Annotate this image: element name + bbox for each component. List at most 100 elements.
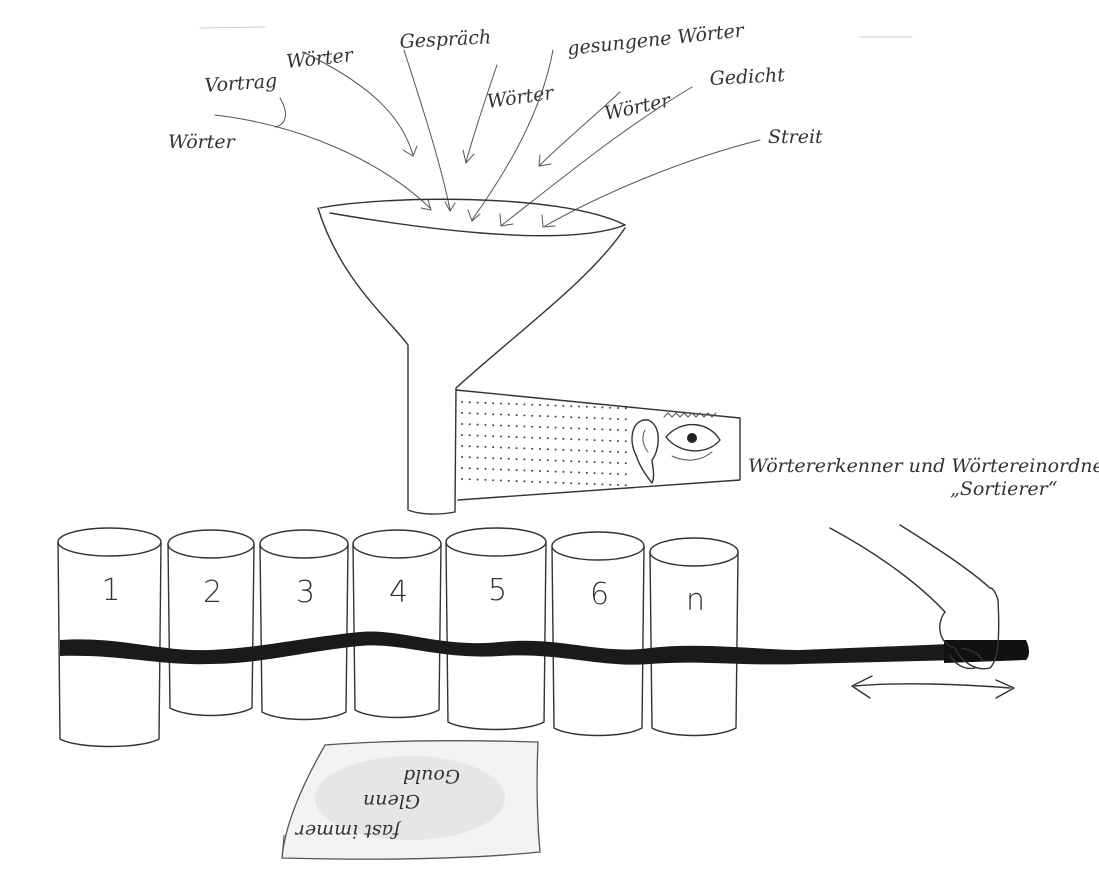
container-2: 2 bbox=[168, 530, 254, 716]
sorter-dot bbox=[586, 439, 588, 441]
container-label: n bbox=[686, 583, 705, 618]
sorter-dot bbox=[523, 403, 525, 405]
sorter-dot bbox=[477, 479, 479, 481]
sorter-dot bbox=[601, 406, 603, 408]
arrow-line bbox=[275, 98, 285, 127]
sorter-dot bbox=[547, 459, 549, 461]
container-body bbox=[650, 552, 738, 736]
sorter-dot bbox=[477, 413, 479, 415]
sorter-dot bbox=[531, 437, 533, 439]
eye-pupil bbox=[687, 433, 697, 443]
sorter-dot bbox=[625, 451, 627, 453]
sorter-dot bbox=[500, 469, 502, 471]
sorter-dot bbox=[562, 460, 564, 462]
sorter-dot bbox=[539, 470, 541, 472]
sorter-dot bbox=[516, 458, 518, 460]
sorter-dot bbox=[500, 458, 502, 460]
sorter-dot bbox=[508, 469, 510, 471]
sorter-dot bbox=[508, 403, 510, 405]
sorter-dot bbox=[578, 450, 580, 452]
sorter-dot bbox=[578, 472, 580, 474]
sorter-dot bbox=[461, 478, 463, 480]
sorter-dot bbox=[531, 426, 533, 428]
sorter-dot bbox=[477, 468, 479, 470]
sorter-dot bbox=[547, 448, 549, 450]
container-body bbox=[552, 546, 644, 736]
sorter-dot bbox=[500, 436, 502, 438]
sorter-dot bbox=[547, 481, 549, 483]
container-label: 4 bbox=[389, 575, 408, 610]
word-gespraech: Gespräch bbox=[399, 26, 492, 53]
funnel bbox=[318, 199, 625, 514]
sorter-dot bbox=[523, 480, 525, 482]
sorter-dot bbox=[586, 472, 588, 474]
card: Gould Glenn fast immer bbox=[282, 741, 540, 859]
sorter-dot bbox=[570, 438, 572, 440]
sorter-dot bbox=[617, 440, 619, 442]
sorter-dot bbox=[609, 473, 611, 475]
sorter-dot bbox=[547, 426, 549, 428]
double-arrow-right bbox=[996, 680, 1014, 698]
word-labels: Wörter Vortrag Wörter Gespräch Wörter ge… bbox=[168, 19, 823, 153]
sorter-dot bbox=[578, 428, 580, 430]
sorter-dot bbox=[500, 480, 502, 482]
sorter-dot bbox=[617, 407, 619, 409]
sorter-dot bbox=[461, 434, 463, 436]
sorter-dot bbox=[601, 461, 603, 463]
double-arrow-icon bbox=[852, 676, 1014, 698]
word-gesungene-woerter: gesungene Wörter bbox=[566, 19, 747, 60]
sorter-dot bbox=[586, 406, 588, 408]
sorter-dot bbox=[570, 405, 572, 407]
sorter-dot bbox=[531, 459, 533, 461]
sorter-dot bbox=[539, 415, 541, 417]
sorter-dot bbox=[625, 473, 627, 475]
sorter-dot bbox=[609, 429, 611, 431]
double-arrow-left bbox=[852, 676, 872, 698]
sorter-dot bbox=[570, 416, 572, 418]
sorter-dot bbox=[601, 417, 603, 419]
sorter-dot bbox=[516, 403, 518, 405]
sorter-dot bbox=[469, 423, 471, 425]
sorter-dot bbox=[492, 468, 494, 470]
ear-icon bbox=[632, 420, 658, 483]
sorter-dot bbox=[586, 483, 588, 485]
sorter-dot bbox=[586, 450, 588, 452]
sorter-dot bbox=[516, 480, 518, 482]
word-streit: Streit bbox=[768, 126, 823, 148]
sorter-dot bbox=[609, 484, 611, 486]
container-body bbox=[353, 544, 441, 718]
container-rim bbox=[353, 530, 441, 558]
sorter-dot bbox=[594, 439, 596, 441]
arrow-line bbox=[215, 115, 430, 208]
sorter-dot bbox=[461, 467, 463, 469]
sorter-dot bbox=[508, 414, 510, 416]
sorter-dot bbox=[617, 484, 619, 486]
sorter-dot bbox=[523, 447, 525, 449]
container-body bbox=[168, 544, 254, 716]
sorter-dot bbox=[492, 457, 494, 459]
sorter-outline bbox=[456, 390, 740, 500]
sorter-dot bbox=[461, 456, 463, 458]
sorter-dot bbox=[625, 440, 627, 442]
sorter-dot bbox=[562, 482, 564, 484]
sorter-label: Wörtererkenner und Wörtereinordner bbox=[748, 455, 1099, 477]
sorter-dot bbox=[609, 407, 611, 409]
sorter-dot bbox=[523, 469, 525, 471]
sorter-dot bbox=[547, 415, 549, 417]
sorter-dot bbox=[609, 462, 611, 464]
arrow-line bbox=[545, 140, 760, 226]
card-text-1: Gould bbox=[403, 765, 460, 787]
sorter-dot bbox=[570, 471, 572, 473]
sorter-dot bbox=[523, 414, 525, 416]
container-label: 2 bbox=[203, 575, 222, 610]
sorter-dot bbox=[531, 448, 533, 450]
sorter-dot bbox=[523, 425, 525, 427]
sorter-dot bbox=[484, 424, 486, 426]
sorter-dot bbox=[555, 405, 557, 407]
sorter-dot bbox=[508, 436, 510, 438]
sorter-dot bbox=[625, 418, 627, 420]
sorter-dot bbox=[508, 425, 510, 427]
sorter-dot bbox=[562, 416, 564, 418]
sorter-dot bbox=[461, 401, 463, 403]
